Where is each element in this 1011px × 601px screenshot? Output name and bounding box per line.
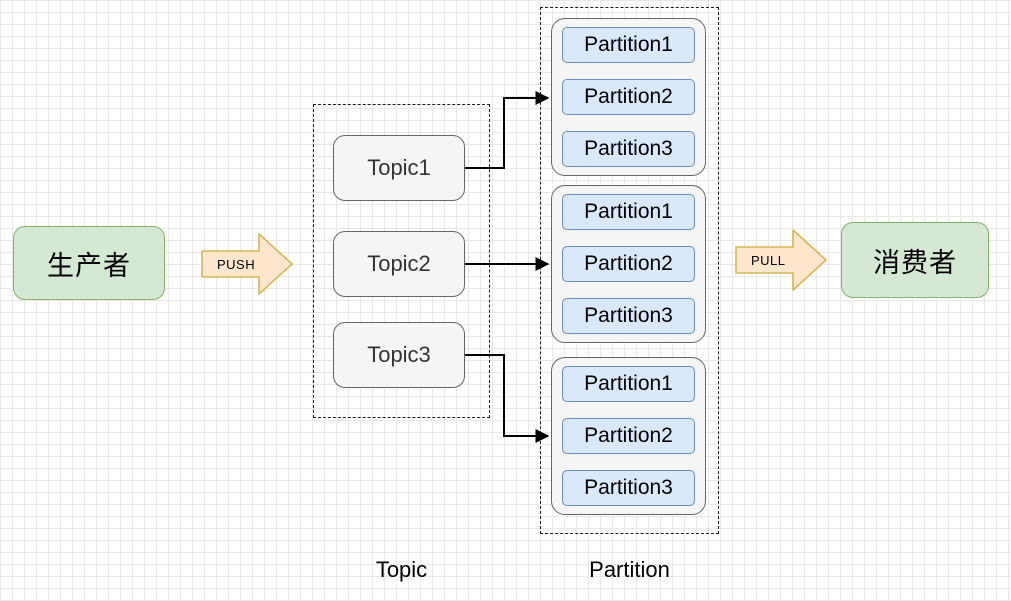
- consumer-label: 消费者: [873, 247, 957, 278]
- partition-group-1[interactable]: Partition1 Partition2 Partition3: [551, 18, 706, 176]
- partition-item[interactable]: Partition2: [562, 418, 695, 454]
- partition-label: Partition1: [584, 200, 673, 223]
- partition-item[interactable]: Partition1: [562, 366, 695, 402]
- topic-box-1[interactable]: Topic1: [333, 135, 465, 201]
- topic-label-1: Topic1: [367, 155, 431, 180]
- producer-label: 生产者: [47, 250, 131, 281]
- pull-arrow-label: PULL: [751, 252, 786, 268]
- partition-label: Partition1: [584, 372, 673, 395]
- partition-group-3[interactable]: Partition1 Partition2 Partition3: [551, 357, 706, 515]
- pull-arrow[interactable]: PULL: [735, 228, 827, 292]
- partition-label: Partition3: [584, 137, 673, 160]
- pull-arrow-shape: [735, 229, 827, 291]
- topic-label-3: Topic3: [367, 342, 431, 367]
- partition-label: Partition3: [584, 476, 673, 499]
- topic-box-3[interactable]: Topic3: [333, 322, 465, 388]
- topic-caption: Topic: [375, 557, 428, 582]
- partition-item[interactable]: Partition2: [562, 246, 695, 282]
- partition-item[interactable]: Partition1: [562, 194, 695, 230]
- topic-label-2: Topic2: [367, 251, 431, 276]
- partition-item[interactable]: Partition3: [562, 470, 695, 506]
- partition-item[interactable]: Partition3: [562, 298, 695, 334]
- partition-item[interactable]: Partition3: [562, 131, 695, 167]
- partition-caption: Partition: [589, 557, 670, 582]
- topic-group-container: [313, 104, 490, 418]
- partition-label: Partition2: [584, 424, 673, 447]
- topic-box-2[interactable]: Topic2: [333, 231, 465, 297]
- push-arrow[interactable]: PUSH: [201, 232, 293, 296]
- partition-label: Partition2: [584, 252, 673, 275]
- partition-label: Partition2: [584, 85, 673, 108]
- partition-item[interactable]: Partition1: [562, 27, 695, 63]
- partition-label: Partition1: [584, 33, 673, 56]
- producer-box[interactable]: 生产者: [13, 226, 165, 300]
- partition-group-2[interactable]: Partition1 Partition2 Partition3: [551, 185, 706, 343]
- partition-item[interactable]: Partition2: [562, 79, 695, 115]
- partition-label: Partition3: [584, 304, 673, 327]
- push-arrow-label: PUSH: [217, 256, 256, 272]
- consumer-box[interactable]: 消费者: [841, 222, 989, 298]
- push-arrow-shape: [201, 233, 293, 295]
